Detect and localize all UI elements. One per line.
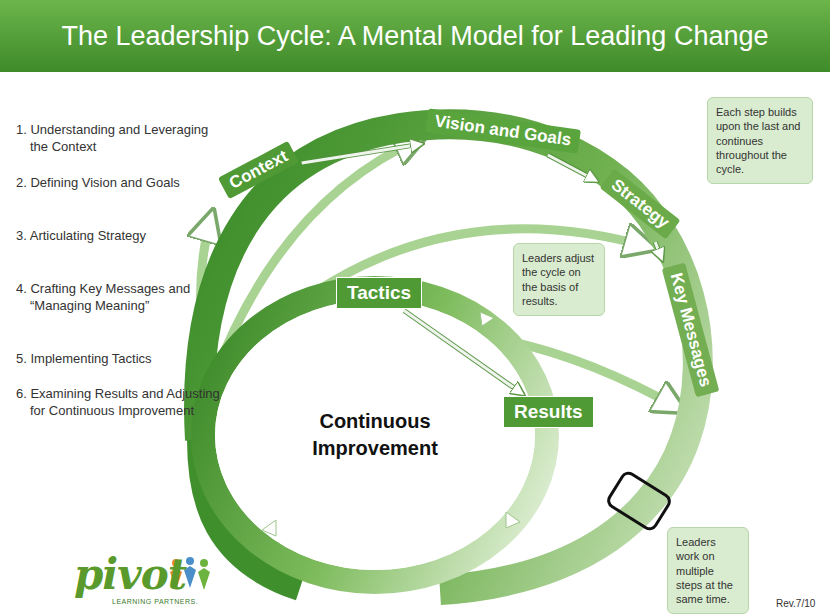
node-text: Continuous Improvement (295, 408, 455, 462)
cycle-band-label: Strategy (600, 169, 681, 240)
step-list-item: 5. Implementing Tactics (16, 350, 222, 367)
band-arrow (506, 512, 520, 528)
step-list-item: 1. Understanding and Leveraging the Cont… (16, 121, 222, 155)
diagram-title: The Leadership Cycle: A Mental Model for… (0, 21, 830, 52)
band-arrow (480, 312, 494, 326)
step-list-item: 2. Defining Vision and Goals (16, 174, 222, 191)
step-list-item: 6. Examining Results and Adjusting for C… (16, 385, 222, 419)
stage-box: Tactics (336, 277, 422, 309)
callout-box: Leaders work on multiple steps at the sa… (667, 527, 749, 614)
connector-outline (548, 155, 597, 181)
callout-box: Leaders adjust the cycle on the basis of… (513, 243, 605, 316)
logo-word: pivot (74, 550, 186, 599)
band-arrow (262, 520, 276, 536)
cycle-connector (302, 144, 422, 163)
callout-box: Each step builds upon the last and conti… (707, 97, 813, 184)
connector-outline (302, 144, 422, 163)
connector-outline (404, 311, 523, 395)
highlight-frame (606, 471, 672, 532)
revision-note: Rev.7/10 (776, 598, 815, 609)
logo-tagline: LEARNING PARTNERS. (112, 598, 198, 605)
outer-band (199, 124, 698, 590)
center-ellipse-node: Continuous Improvement (215, 300, 535, 570)
node-text: Results (514, 401, 583, 423)
step-list-item: 4. Crafting Key Messages and “Managing M… (16, 280, 222, 314)
connector-outline (655, 242, 662, 260)
node-text: Leaders work on multiple steps at the sa… (676, 535, 740, 606)
stage-box: Results (503, 396, 594, 428)
node-text: Tactics (347, 282, 411, 304)
inner-band (203, 288, 547, 582)
cycle-connector (655, 242, 662, 260)
node-text: Leaders adjust the cycle on the basis of… (522, 251, 596, 308)
step-list-item: 3. Articulating Strategy (16, 227, 222, 244)
center-ellipse (215, 300, 535, 570)
node-text: Each step builds upon the last and conti… (716, 105, 804, 176)
cycle-connector (404, 311, 523, 395)
cycle-connector (548, 155, 597, 181)
